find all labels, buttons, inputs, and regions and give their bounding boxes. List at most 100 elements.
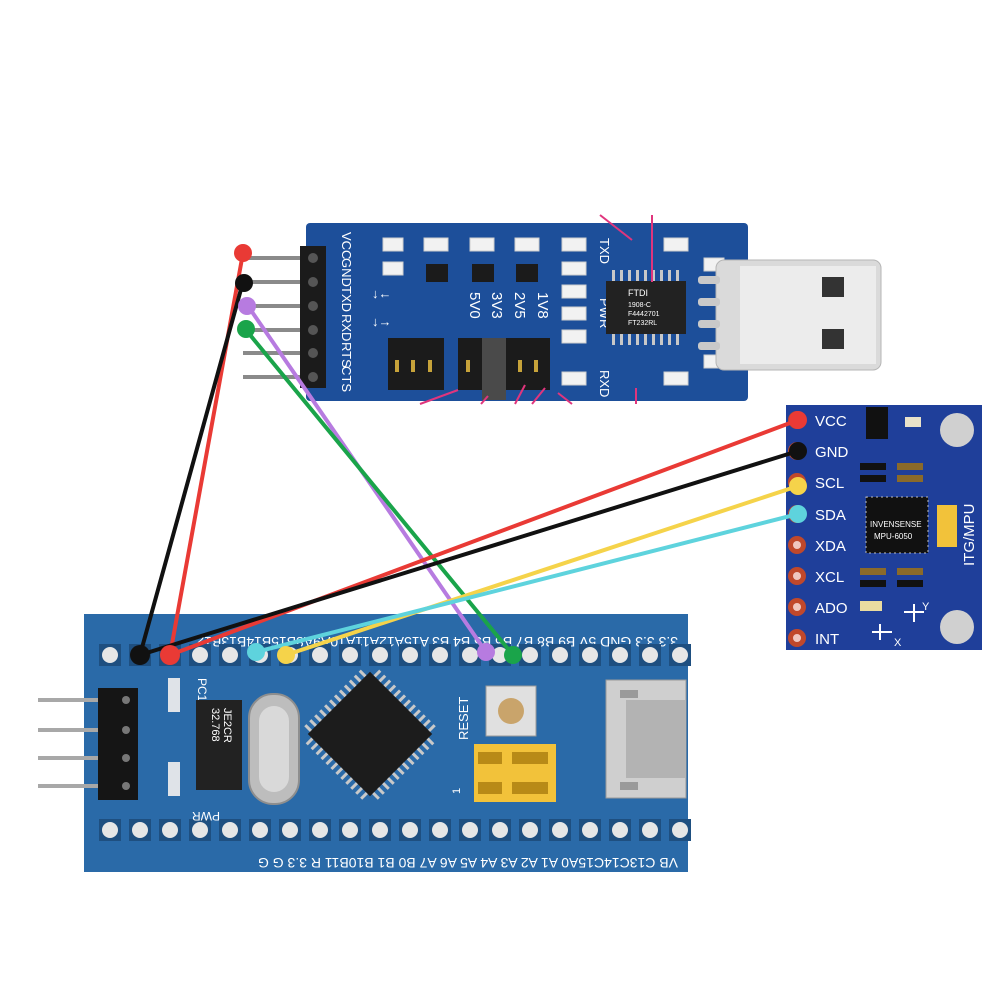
- mcu-lead: [358, 669, 367, 678]
- wire-yellow-mpu-scl: [284, 484, 800, 657]
- mcu-lead: [373, 669, 382, 678]
- mcu-lead: [328, 699, 337, 708]
- stm-main-crystal: [248, 693, 300, 805]
- mcu-lead: [378, 674, 387, 683]
- stm-top-pin-hole-12: [462, 647, 478, 663]
- mcu-lead: [324, 704, 332, 713]
- mpu-axis-y: Y: [922, 601, 930, 613]
- mpu-pin-labels: VCC GND SCL SDA XDA XCL ADO INT: [815, 413, 849, 648]
- mcu-lead: [423, 719, 431, 727]
- mcu-lead: [416, 747, 425, 756]
- label-txd-led: TXD: [597, 238, 612, 264]
- mcu-lead: [310, 742, 319, 751]
- dot-stm-a10: [477, 643, 495, 661]
- mcu-lead: [320, 752, 329, 761]
- boot-jumpers[interactable]: [474, 744, 556, 802]
- ftdi-header-housing: [300, 246, 326, 388]
- ftdi-label-gnd: GND: [339, 258, 354, 287]
- mcu-lead: [325, 757, 334, 766]
- ftdi-jumper-pins: [395, 360, 538, 372]
- stm-rtc-crystal: 32.768 JE2CR: [196, 700, 242, 790]
- ftdi-label-rts: RTS: [339, 342, 354, 368]
- dot-mpu-vcc: [789, 411, 807, 429]
- ftdi-pin-labels: VCC GND TXD RXD RTS CTS: [339, 232, 354, 392]
- mpu-label-gnd: GND: [815, 444, 849, 461]
- chip-line-3: F4442701: [628, 311, 660, 318]
- ftdi-header-holes: [308, 253, 318, 382]
- mcu-lead: [408, 704, 416, 713]
- mpu-mount-hole-top: [940, 413, 974, 447]
- dot-ftdi-gnd: [235, 274, 253, 292]
- mpu-smd-parts: [860, 407, 957, 611]
- wire-black-mpu-gnd: [138, 449, 800, 657]
- ftdi-usb-ttl-board: VCC GND TXD RXD RTS CTS ↓← ↓→ 5V0 3: [243, 214, 882, 405]
- stm-bottom-pin-hole-15: [552, 822, 568, 838]
- ftdi-label-vcc: VCC: [339, 232, 354, 259]
- reset-button[interactable]: [485, 685, 537, 737]
- dot-mpu-gnd: [789, 442, 807, 460]
- stm-pc13-led: [168, 678, 180, 712]
- mcu-lead: [333, 694, 342, 703]
- stm-bottom-pin-hole-4: [222, 822, 238, 838]
- mcu-lead: [418, 714, 426, 722]
- stm-top-pin-hole-16: [582, 647, 598, 663]
- mpu-label-xda: XDA: [815, 538, 846, 555]
- mcu-lead: [411, 752, 420, 761]
- mcu-lead: [386, 777, 395, 785]
- stm-top-pin-hole-10: [402, 647, 418, 663]
- mpu-mount-hole-bottom: [940, 610, 974, 644]
- mcu-lead: [398, 694, 407, 703]
- stm-top-pin-hole-4: [222, 647, 238, 663]
- mpu6050-chip: INVENSENSE MPU-6050: [865, 496, 929, 554]
- stm-top-pin-hole-18: [642, 647, 658, 663]
- ftdi-label-txd: TXD: [339, 286, 354, 312]
- stm-bottom-pin-hole-1: [132, 822, 148, 838]
- stm-bottom-pin-hole-6: [282, 822, 298, 838]
- stm-bottom-pin-hole-14: [522, 822, 538, 838]
- wires: [138, 251, 800, 657]
- mcu-lead: [330, 762, 339, 771]
- stm-bottom-pin-hole-2: [162, 822, 178, 838]
- mcu-lead: [403, 699, 412, 708]
- stm-top-pin-hole-0: [102, 647, 118, 663]
- stm-top-pin-hole-3: [192, 647, 208, 663]
- mcu-lead: [388, 684, 397, 693]
- dot-stm-gnd: [130, 645, 150, 665]
- stm-top-pin-hole-9: [372, 647, 388, 663]
- wire-cyan-mpu-sda: [254, 512, 800, 654]
- dot-mpu-sda: [789, 505, 807, 523]
- dot-stm-b6: [277, 646, 295, 664]
- stm-bottom-pin-hole-10: [402, 822, 418, 838]
- chip-line-4: FT232RL: [628, 320, 657, 327]
- mcu-lead: [393, 689, 402, 698]
- stm-top-pin-hole-15: [552, 647, 568, 663]
- mpu-axis-x: X: [894, 637, 902, 649]
- ft232rl-chip: FTDI 1908-C F4442701 FT232RL: [606, 270, 686, 345]
- stm-bottom-pin-hole-8: [342, 822, 358, 838]
- stm-bottom-pin-hole-7: [312, 822, 328, 838]
- ftdi-label-rxd: RXD: [339, 314, 354, 341]
- mcu-lead: [305, 737, 314, 746]
- jumper-label-1: 1: [451, 788, 463, 794]
- mcu-lead: [348, 679, 357, 688]
- stm-swd-header: [38, 688, 138, 800]
- stm-top-pin-hole-11: [432, 647, 448, 663]
- mpu-label-int: INT: [815, 631, 839, 648]
- stm-pwr-label: PWR: [192, 809, 220, 823]
- stm-top-pin-hole-7: [312, 647, 328, 663]
- ftdi-jumper-cap[interactable]: [482, 338, 506, 400]
- dot-ftdi-rxd: [237, 320, 255, 338]
- ftdi-voltage-labels: 5V0 3V3 2V5 1V8: [466, 292, 551, 319]
- arrow-left-icon: ↓←: [372, 286, 392, 301]
- stm-bottom-pin-hole-19: [672, 822, 688, 838]
- mpu-label-vcc: VCC: [815, 413, 847, 430]
- mcu-lead: [406, 757, 415, 766]
- dot-stm-5v: [160, 645, 180, 665]
- mcu-lead: [396, 767, 405, 776]
- stm-bottom-pin-hole-11: [432, 822, 448, 838]
- mcu-lead: [319, 709, 327, 718]
- label-2v5: 2V5: [511, 292, 528, 319]
- stm-top-pin-hole-14: [522, 647, 538, 663]
- stm-bottom-pin-hole-13: [492, 822, 508, 838]
- stm32f103-mcu: [304, 669, 436, 800]
